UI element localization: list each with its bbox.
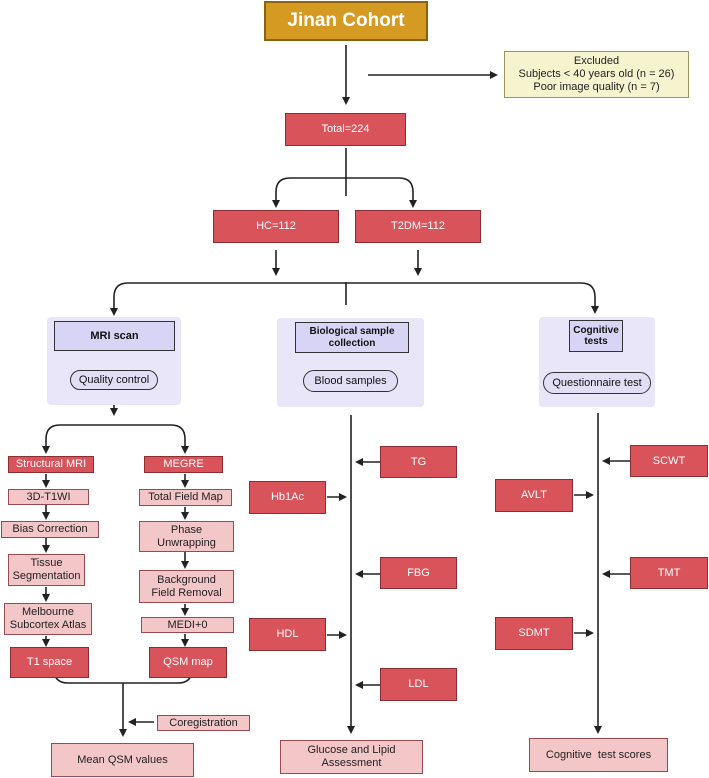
mean-qsm-values-box: Mean QSM values: [51, 743, 194, 777]
excluded-quality-criterion: Poor image quality (n = 7): [533, 81, 660, 94]
excluded-box: Excluded Subjects < 40 years old (n = 26…: [504, 51, 689, 98]
excluded-label: Excluded: [573, 54, 620, 67]
hdl-box: HDL: [249, 618, 326, 651]
bias-correction-box: Bias Correction: [1, 521, 99, 538]
structural-mri-box: Structural MRI: [8, 456, 94, 473]
qsm-map-box: QSM map: [149, 647, 227, 678]
blood-samples-pill: Blood samples: [303, 370, 398, 392]
cognitive-tests-header: Cognitive tests: [569, 320, 623, 352]
total-field-map-box: Total Field Map: [139, 489, 232, 506]
medi-box: MEDI+0: [141, 617, 234, 633]
hb1ac-box: Hb1Ac: [249, 481, 326, 514]
quality-control-pill: Quality control: [70, 370, 158, 390]
tissue-segmentation-box: Tissue Segmentation: [8, 554, 85, 586]
ldl-box: LDL: [380, 668, 457, 701]
tmt-box: TMT: [630, 557, 708, 589]
avlt-box: AVLT: [495, 479, 573, 512]
scwt-box: SCWT: [630, 445, 708, 477]
excluded-age-criterion: Subjects < 40 years old (n = 26): [518, 67, 675, 80]
glucose-lipid-assessment-box: Glucose and Lipid Assessment: [280, 740, 423, 774]
coregistration-box: Coregistration: [157, 715, 250, 731]
questionnaire-pill: Questionnaire test: [543, 372, 651, 394]
megre-box: MEGRE: [144, 456, 223, 473]
total-box: Total=224: [285, 113, 406, 146]
cognitive-test-scores-box: Cognitive test scores: [529, 738, 668, 772]
tg-box: TG: [380, 446, 457, 478]
melbourne-atlas-box: Melbourne Subcortex Atlas: [4, 603, 92, 635]
mri-scan-header: MRI scan: [54, 321, 175, 351]
t2dm-group-box: T2DM=112: [355, 210, 481, 243]
t1-space-box: T1 space: [10, 647, 89, 678]
cohort-title: Jinan Cohort: [264, 1, 428, 41]
3d-t1wi-box: 3D-T1WI: [8, 489, 89, 505]
background-field-removal-box: Background Field Removal: [139, 570, 234, 603]
phase-unwrapping-box: Phase Unwrapping: [139, 521, 234, 552]
hc-group-box: HC=112: [213, 210, 339, 243]
fbg-box: FBG: [380, 557, 457, 589]
bio-sample-header: Biological sample collection: [295, 322, 409, 353]
sdmt-box: SDMT: [495, 617, 573, 650]
